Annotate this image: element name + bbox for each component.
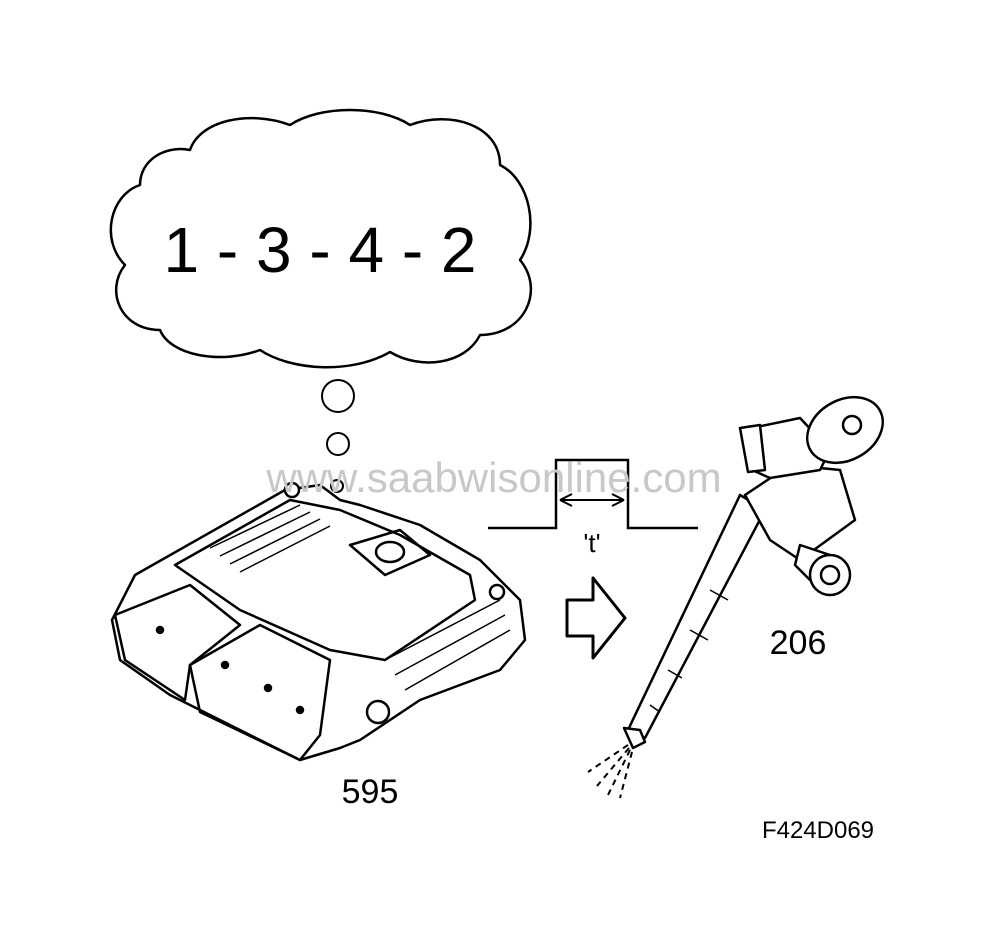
fuel-injector: [622, 395, 884, 750]
thought-cloud: [109, 108, 532, 369]
ecu-module: [110, 481, 527, 762]
watermark-text: www.saabwisonline.com: [265, 454, 721, 501]
pulse-width-label: 't': [583, 528, 600, 558]
firing-order-text: 1 - 3 - 4 - 2: [164, 214, 477, 286]
injector-label: 206: [770, 624, 827, 662]
ecu-screw-boss: [374, 540, 406, 564]
signal-arrow-icon: [565, 576, 627, 660]
thought-bubble-small: [330, 479, 344, 493]
pulse-signal: [488, 458, 698, 530]
thought-bubble-large: [321, 379, 355, 413]
thought-bubble-medium: [326, 432, 350, 456]
thought-bubbles: [321, 379, 355, 493]
figure-code: F424D069: [762, 817, 874, 844]
ecu-label: 595: [342, 773, 399, 811]
fuel-spray: [587, 744, 633, 799]
